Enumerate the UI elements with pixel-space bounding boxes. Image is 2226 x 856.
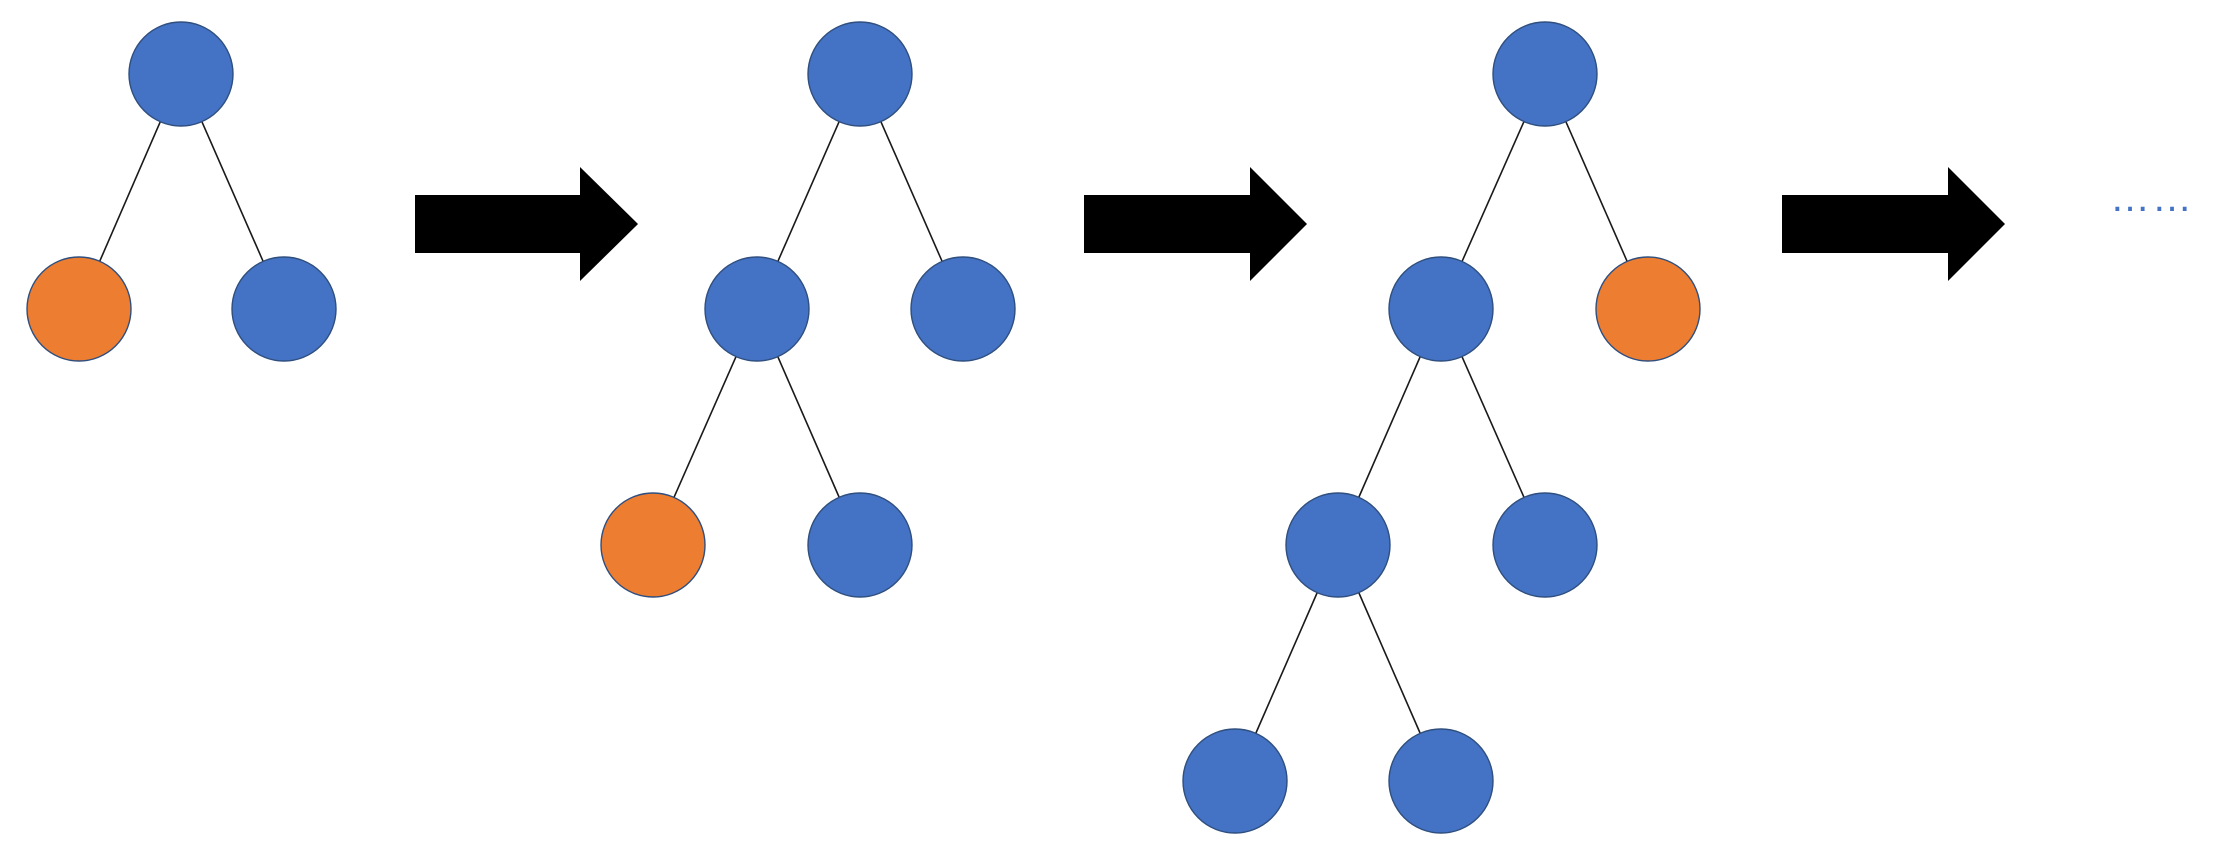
stage-3-node-right-highlighted <box>1595 256 1701 362</box>
stage-3-node-left-right <box>1492 492 1598 598</box>
arrow-1-icon <box>415 167 638 281</box>
stage-2-node-left <box>704 256 810 362</box>
stage-3-node-left-left-right <box>1388 728 1494 834</box>
arrows-layer <box>415 167 2005 281</box>
stage-3-edge-left-to-left-left <box>1356 352 1423 502</box>
stage-3-node-left-left-left <box>1182 728 1288 834</box>
stage-2-node-root <box>807 21 913 127</box>
stage-3-edge-left-to-left-right <box>1459 352 1527 502</box>
stage-3-edge-root-to-right <box>1563 117 1630 266</box>
stage-1-node-root <box>128 21 234 127</box>
arrow-3-icon <box>1782 167 2005 281</box>
stage-3-node-left-left <box>1285 492 1391 598</box>
stage-2-edge-left-to-left-left <box>671 352 739 502</box>
stage-1-node-left-highlighted <box>26 256 132 362</box>
stage-3-node-root <box>1492 21 1598 127</box>
stage-2-node-left-right <box>807 492 913 598</box>
stage-1-edge-root-to-left <box>97 117 163 266</box>
stage-1-node-right <box>231 256 337 362</box>
stage-2-edge-root-to-left <box>775 117 842 266</box>
stage-2-node-left-left-highlighted <box>600 492 706 598</box>
nodes-layer <box>26 21 1701 834</box>
stage-2-node-right <box>910 256 1016 362</box>
stage-3-node-left <box>1388 256 1494 362</box>
stage-3-edge-root-to-left <box>1459 117 1527 266</box>
arrow-2-icon <box>1084 167 1307 281</box>
stage-2-edge-left-to-left-right <box>775 352 842 502</box>
stage-1-edge-root-to-right <box>199 117 266 266</box>
continuation-ellipsis: …… <box>2110 176 2194 220</box>
stage-2-edge-root-to-right <box>878 117 945 266</box>
stage-3-edge-left-left-to-left-left-left <box>1253 588 1320 738</box>
stage-3-edge-left-left-to-left-left-right <box>1356 588 1423 738</box>
edges-layer <box>97 117 1630 738</box>
